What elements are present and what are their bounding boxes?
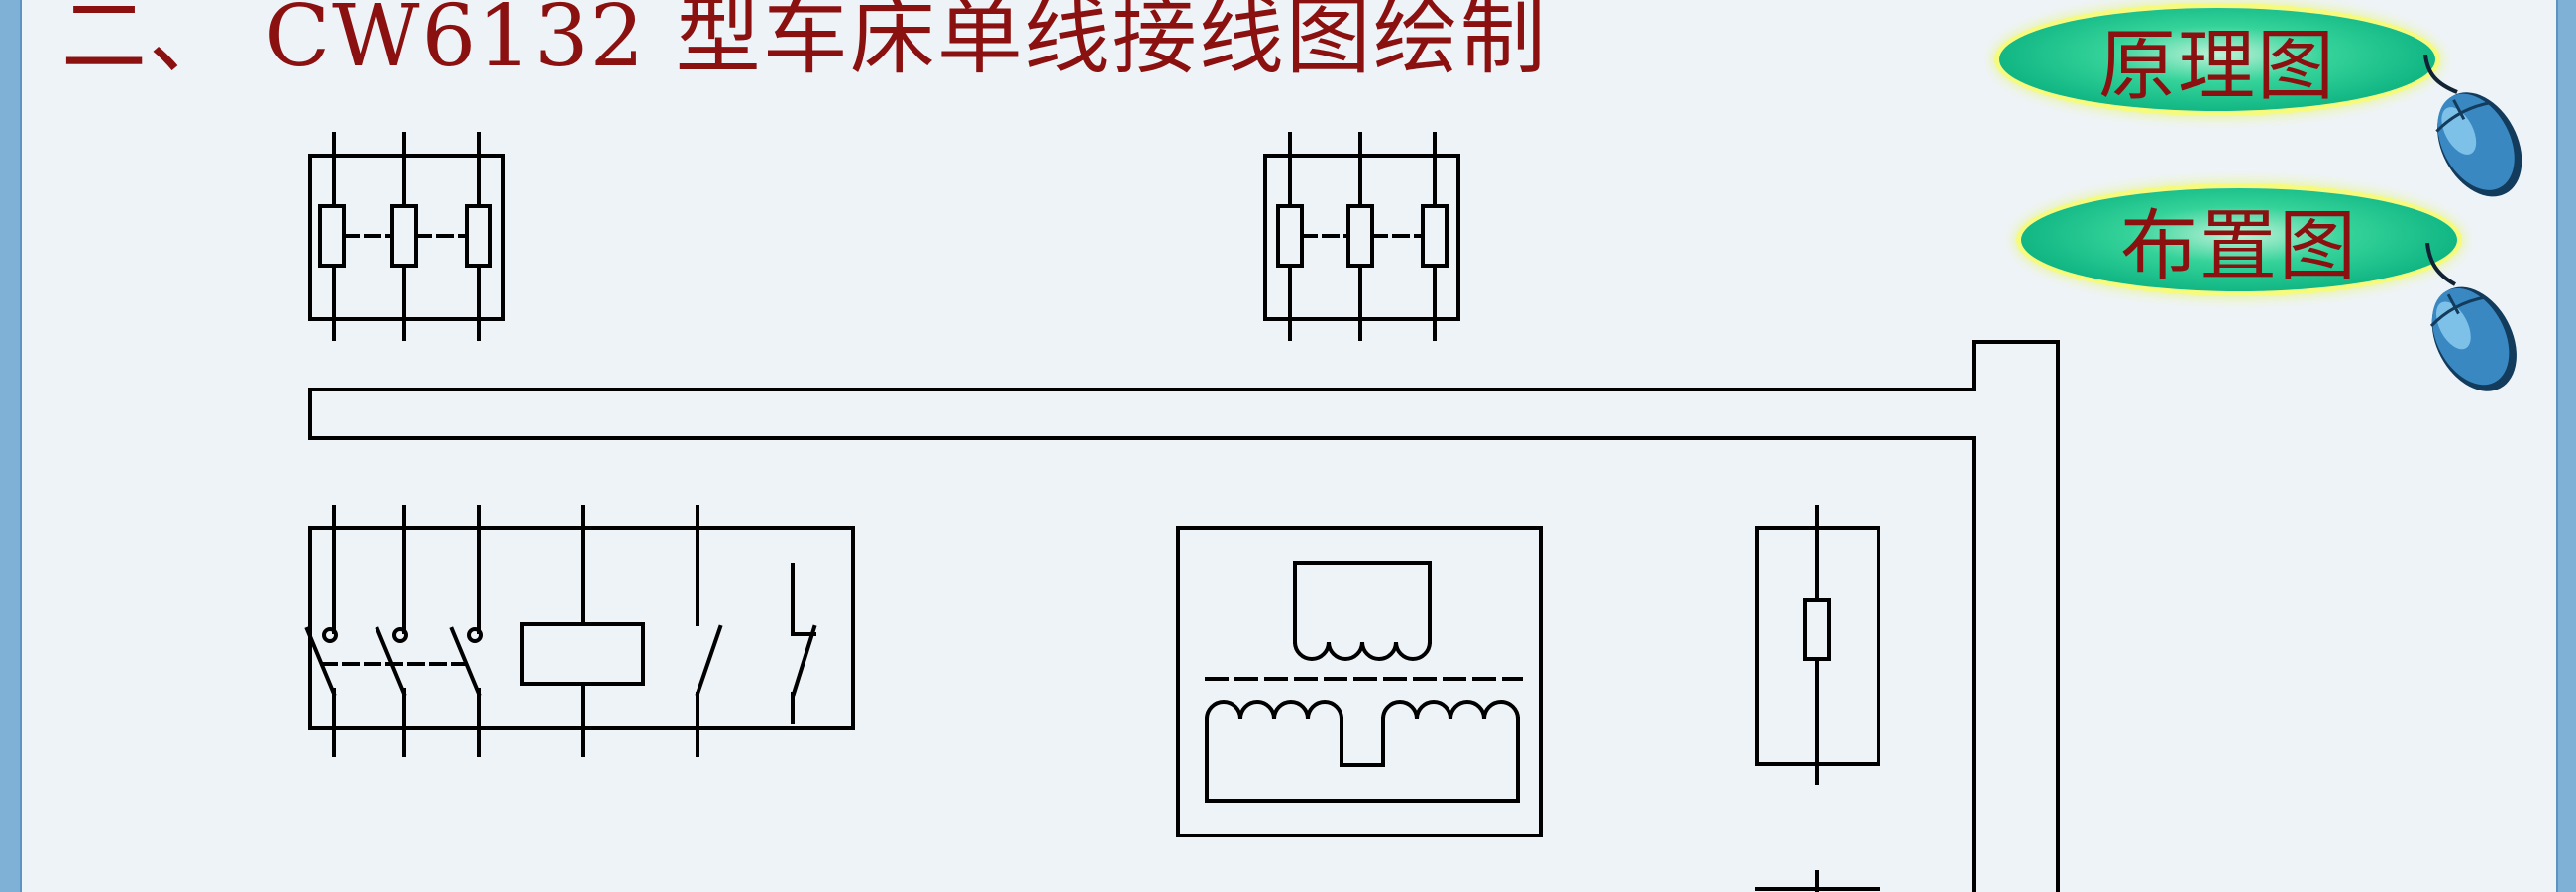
single-fuse-block bbox=[1755, 505, 1880, 785]
schematic-button-label: 原理图 bbox=[2097, 22, 2336, 111]
fuse-block-1 bbox=[308, 132, 505, 341]
transformer-block bbox=[1176, 526, 1543, 837]
slide-frame-right bbox=[2556, 0, 2576, 892]
schematic-button-bg bbox=[1999, 8, 2435, 111]
layout-button-bg bbox=[2021, 188, 2457, 291]
layout-button[interactable]: 布置图 bbox=[2021, 188, 2457, 291]
fuse-block-2 bbox=[1263, 132, 1460, 341]
computer-mouse-icon bbox=[2423, 55, 2522, 197]
schematic-button[interactable]: 原理图 bbox=[1999, 8, 2435, 111]
layout-button-label: 布置图 bbox=[2119, 202, 2358, 291]
computer-mouse-icon-2 bbox=[2425, 243, 2517, 391]
slide-title: 二、 CW6132 型车床单线接线图绘制 bbox=[61, 0, 1548, 86]
partial-component-bottom bbox=[1755, 870, 1880, 892]
slide-frame-left bbox=[0, 0, 22, 892]
wiring-duct bbox=[308, 340, 2060, 892]
contactor-block bbox=[304, 505, 855, 757]
